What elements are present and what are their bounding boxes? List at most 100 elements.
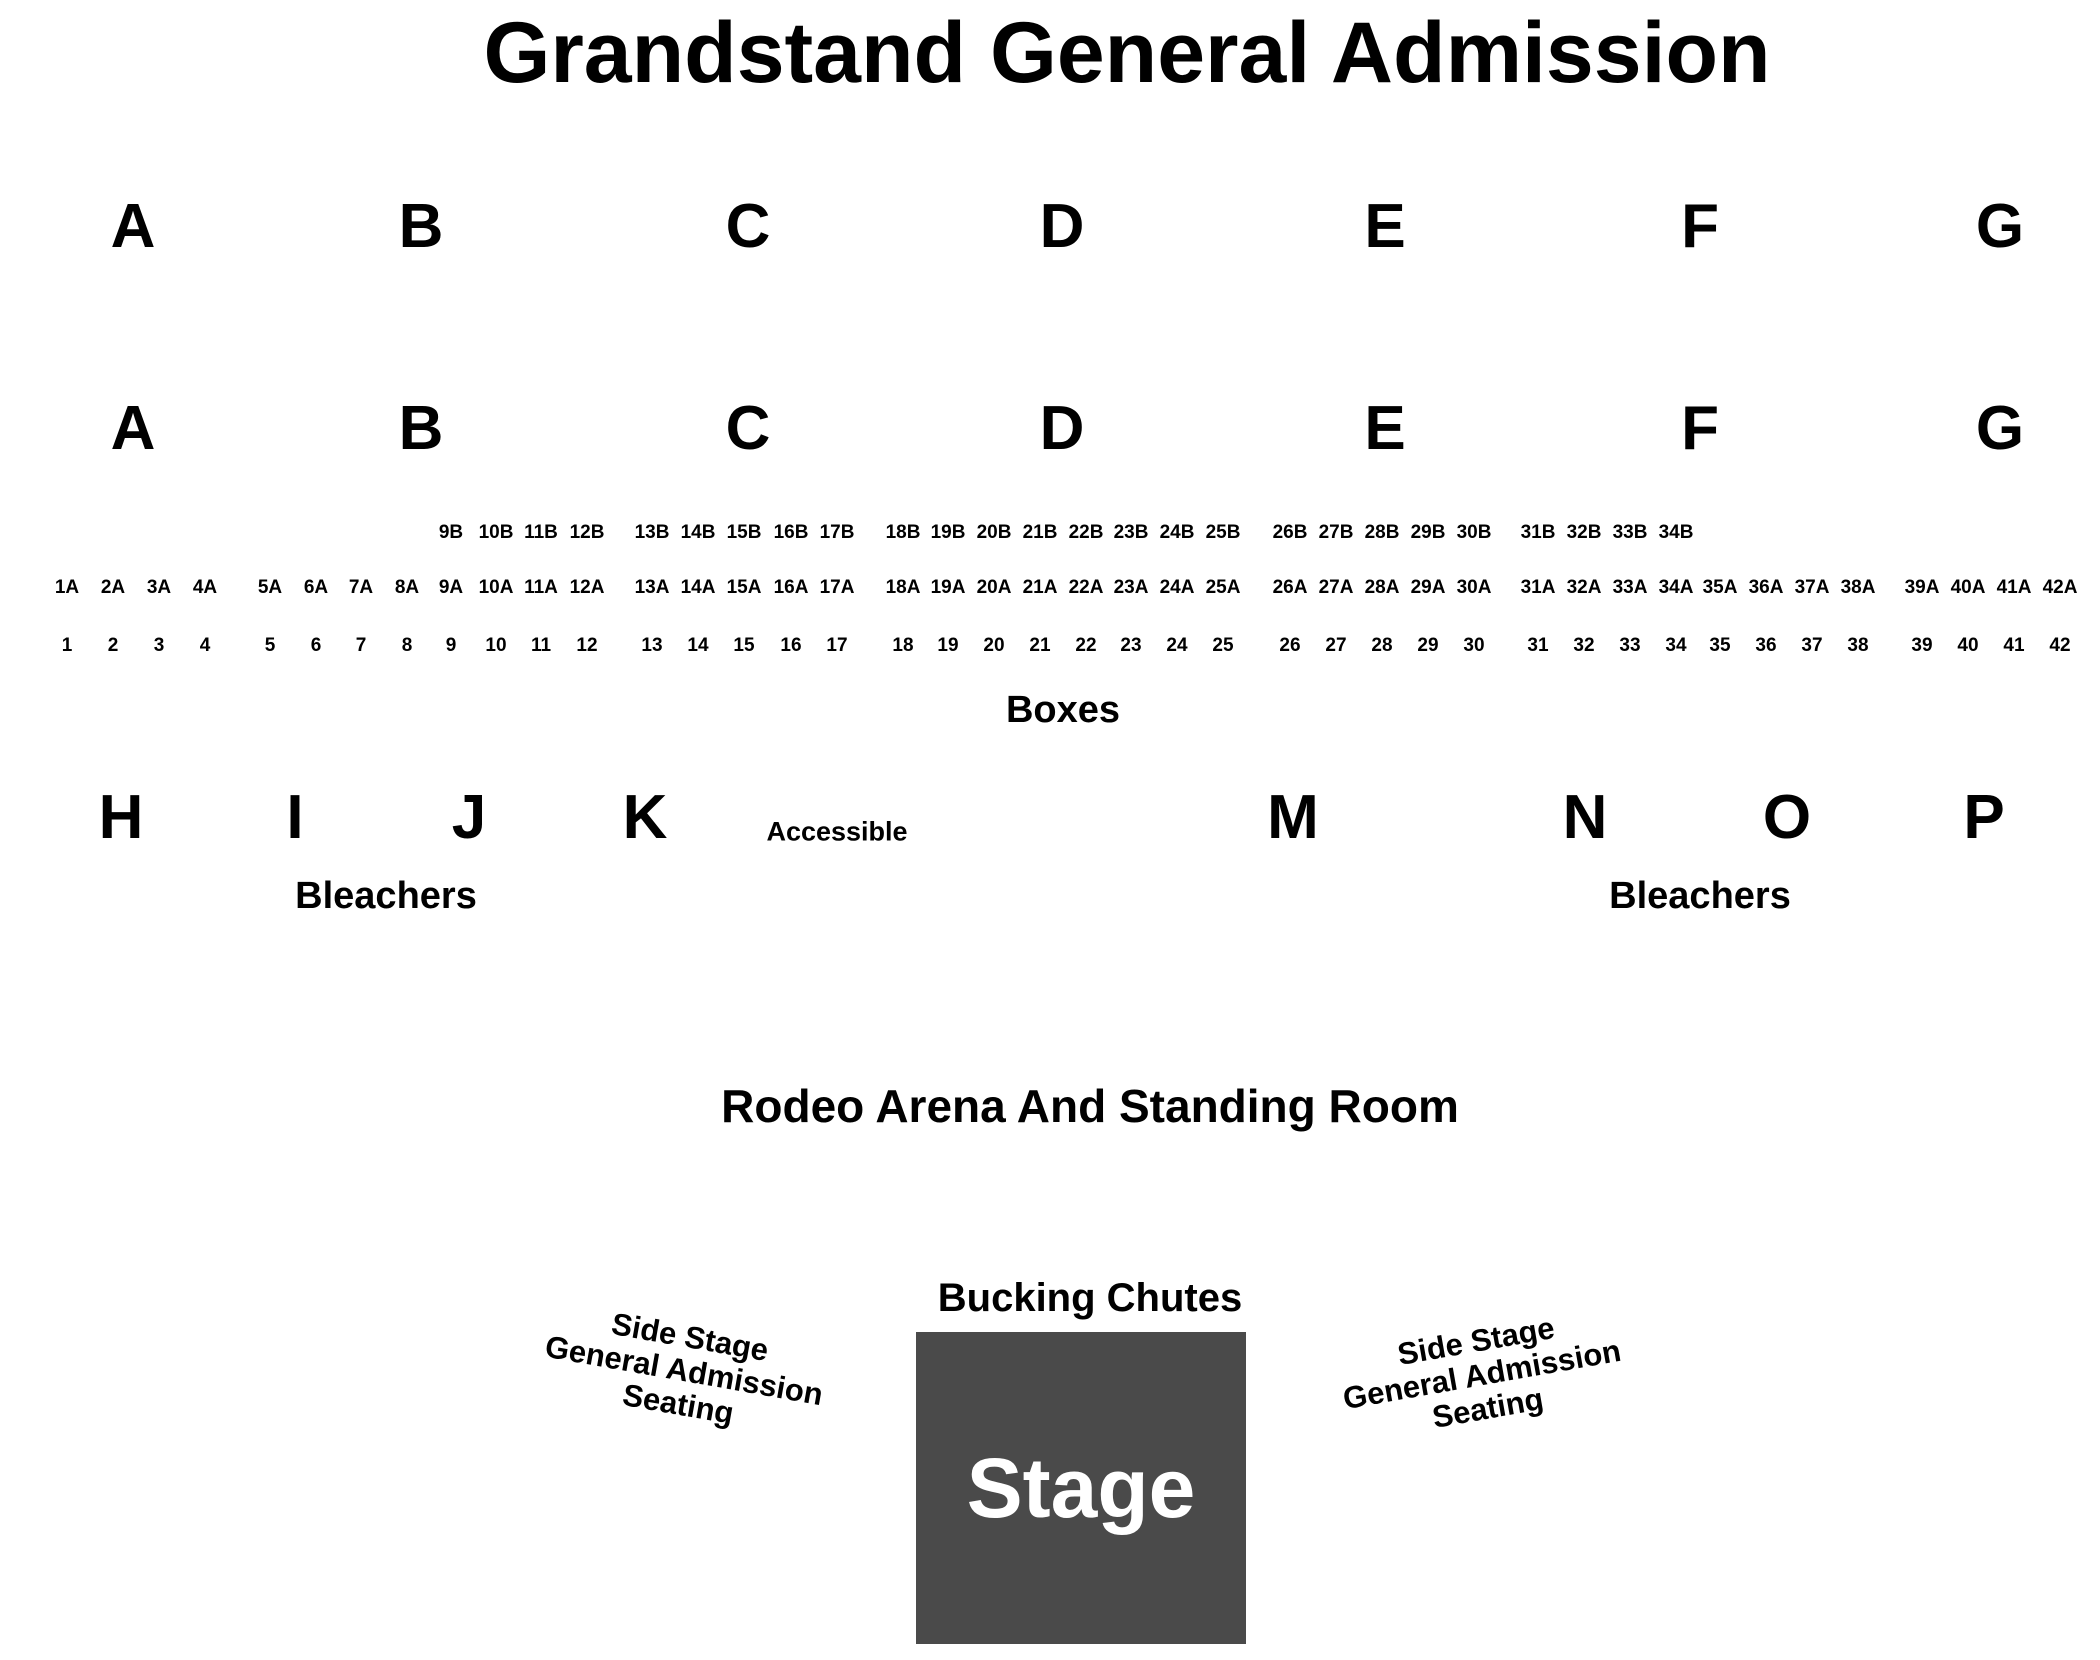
section-g-upper[interactable]: G <box>1975 192 2025 261</box>
box-19b[interactable]: 19B <box>930 522 966 543</box>
box-15b[interactable]: 15B <box>726 522 762 543</box>
box-1a[interactable]: 1A <box>54 577 80 598</box>
section-f-middle[interactable]: F <box>1681 394 1719 463</box>
section-c-middle[interactable]: C <box>725 394 771 463</box>
box-24b[interactable]: 24B <box>1159 522 1195 543</box>
bleacher-section-n[interactable]: N <box>1562 783 1608 852</box>
box-3[interactable]: 3 <box>153 635 165 656</box>
box-31[interactable]: 31 <box>1527 635 1549 656</box>
stage[interactable]: Stage <box>916 1332 1246 1644</box>
box-42a[interactable]: 42A <box>2042 577 2078 598</box>
box-25[interactable]: 25 <box>1212 635 1234 656</box>
box-39[interactable]: 39 <box>1911 635 1933 656</box>
section-b-middle[interactable]: B <box>398 394 444 463</box>
box-34a[interactable]: 34A <box>1658 577 1694 598</box>
box-28a[interactable]: 28A <box>1364 577 1400 598</box>
box-8[interactable]: 8 <box>401 635 413 656</box>
box-11b[interactable]: 11B <box>524 522 558 543</box>
box-12[interactable]: 12 <box>576 635 598 656</box>
box-4a[interactable]: 4A <box>192 577 218 598</box>
box-3a[interactable]: 3A <box>146 577 172 598</box>
box-9b[interactable]: 9B <box>438 522 464 543</box>
section-b-upper[interactable]: B <box>398 192 444 261</box>
box-32[interactable]: 32 <box>1573 635 1595 656</box>
box-22a[interactable]: 22A <box>1068 577 1104 598</box>
box-25a[interactable]: 25A <box>1205 577 1241 598</box>
box-34[interactable]: 34 <box>1665 635 1687 656</box>
box-12b[interactable]: 12B <box>569 522 605 543</box>
box-38a[interactable]: 38A <box>1840 577 1876 598</box>
box-18[interactable]: 18 <box>892 635 914 656</box>
box-37[interactable]: 37 <box>1801 635 1823 656</box>
box-26[interactable]: 26 <box>1279 635 1301 656</box>
box-20b[interactable]: 20B <box>976 522 1012 543</box>
box-14[interactable]: 14 <box>687 635 709 656</box>
box-39a[interactable]: 39A <box>1904 577 1940 598</box>
box-34b[interactable]: 34B <box>1658 522 1694 543</box>
box-1[interactable]: 1 <box>61 635 73 656</box>
box-23b[interactable]: 23B <box>1113 522 1149 543</box>
box-16[interactable]: 16 <box>780 635 802 656</box>
box-6[interactable]: 6 <box>310 635 322 656</box>
section-a-middle[interactable]: A <box>110 394 156 463</box>
box-36a[interactable]: 36A <box>1748 577 1784 598</box>
bleacher-section-k[interactable]: K <box>622 783 668 852</box>
box-19[interactable]: 19 <box>937 635 959 656</box>
box-28b[interactable]: 28B <box>1364 522 1400 543</box>
side-stage-left-label[interactable]: Side Stage General Admission Seating <box>513 1292 856 1450</box>
box-21[interactable]: 21 <box>1029 635 1051 656</box>
bleacher-section-o[interactable]: O <box>1762 783 1812 852</box>
box-8a[interactable]: 8A <box>394 577 420 598</box>
box-25b[interactable]: 25B <box>1205 522 1241 543</box>
box-5[interactable]: 5 <box>264 635 276 656</box>
box-40[interactable]: 40 <box>1957 635 1979 656</box>
box-7a[interactable]: 7A <box>348 577 374 598</box>
box-13a[interactable]: 13A <box>634 577 670 598</box>
box-7[interactable]: 7 <box>355 635 367 656</box>
section-e-upper[interactable]: E <box>1364 192 1406 261</box>
box-21a[interactable]: 21A <box>1022 577 1058 598</box>
box-27[interactable]: 27 <box>1325 635 1347 656</box>
box-26b[interactable]: 26B <box>1272 522 1308 543</box>
box-13b[interactable]: 13B <box>634 522 670 543</box>
box-23a[interactable]: 23A <box>1113 577 1149 598</box>
box-10b[interactable]: 10B <box>478 522 514 543</box>
box-14a[interactable]: 14A <box>680 577 716 598</box>
box-12a[interactable]: 12A <box>569 577 605 598</box>
box-9[interactable]: 9 <box>445 635 457 656</box>
box-31a[interactable]: 31A <box>1520 577 1556 598</box>
box-2[interactable]: 2 <box>107 635 119 656</box>
box-29[interactable]: 29 <box>1417 635 1439 656</box>
bleacher-section-h[interactable]: H <box>98 783 144 852</box>
box-38[interactable]: 38 <box>1847 635 1869 656</box>
box-18b[interactable]: 18B <box>885 522 921 543</box>
box-20[interactable]: 20 <box>983 635 1005 656</box>
section-d-middle[interactable]: D <box>1039 394 1085 463</box>
box-15[interactable]: 15 <box>733 635 755 656</box>
box-27b[interactable]: 27B <box>1318 522 1354 543</box>
bleacher-section-j[interactable]: J <box>451 783 487 852</box>
box-32a[interactable]: 32A <box>1566 577 1602 598</box>
box-33b[interactable]: 33B <box>1612 522 1648 543</box>
box-6a[interactable]: 6A <box>303 577 329 598</box>
box-14b[interactable]: 14B <box>680 522 716 543</box>
box-35[interactable]: 35 <box>1709 635 1731 656</box>
box-40a[interactable]: 40A <box>1950 577 1986 598</box>
box-24[interactable]: 24 <box>1166 635 1188 656</box>
box-11[interactable]: 11 <box>530 635 552 656</box>
box-17b[interactable]: 17B <box>819 522 855 543</box>
box-29b[interactable]: 29B <box>1410 522 1446 543</box>
box-33[interactable]: 33 <box>1619 635 1641 656</box>
box-32b[interactable]: 32B <box>1566 522 1602 543</box>
box-28[interactable]: 28 <box>1371 635 1393 656</box>
box-2a[interactable]: 2A <box>100 577 126 598</box>
box-30b[interactable]: 30B <box>1456 522 1492 543</box>
box-22b[interactable]: 22B <box>1068 522 1104 543</box>
box-17[interactable]: 17 <box>826 635 848 656</box>
box-27a[interactable]: 27A <box>1318 577 1354 598</box>
box-9a[interactable]: 9A <box>438 577 464 598</box>
section-e-middle[interactable]: E <box>1364 394 1406 463</box>
box-22[interactable]: 22 <box>1075 635 1097 656</box>
box-20a[interactable]: 20A <box>976 577 1012 598</box>
box-35a[interactable]: 35A <box>1702 577 1738 598</box>
